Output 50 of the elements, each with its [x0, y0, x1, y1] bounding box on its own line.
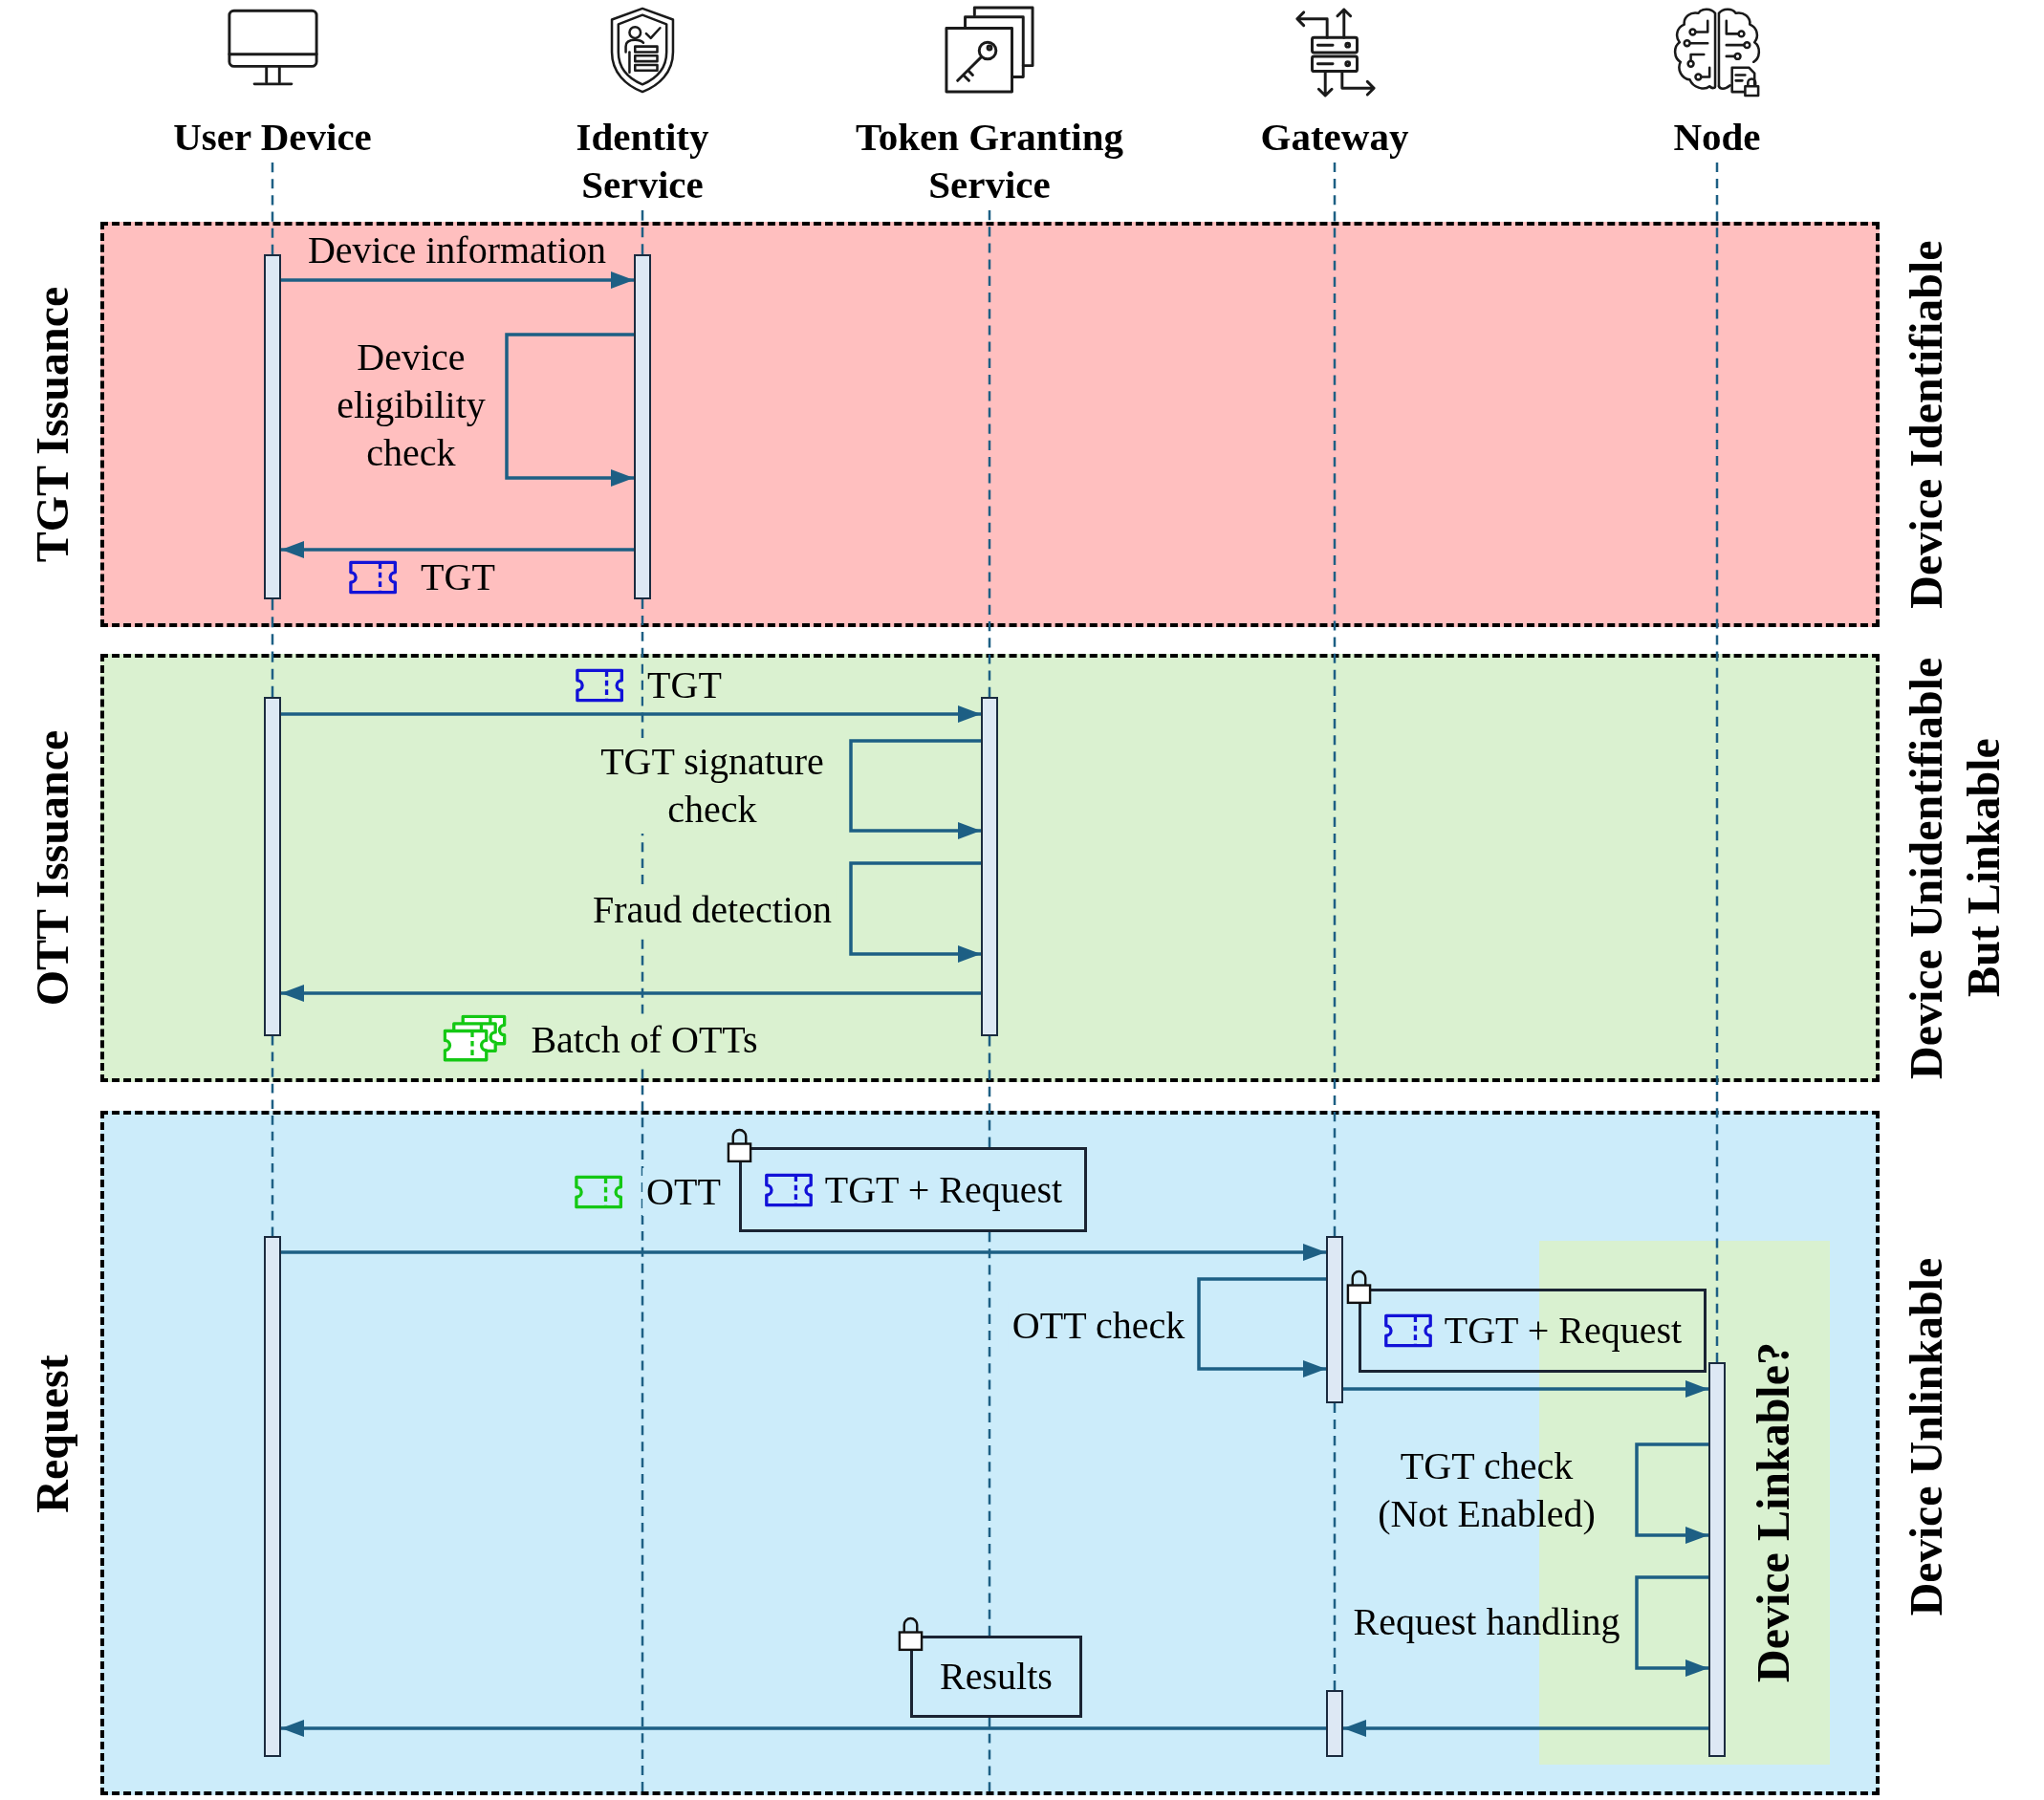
participant-label: Token Granting Service	[855, 114, 1124, 208]
participant-label: Identity Service	[575, 114, 710, 208]
lifeline	[988, 1232, 991, 1636]
phase-title: Request	[26, 1355, 78, 1513]
message-text: TGT + Request	[824, 1166, 1063, 1213]
lifeline	[988, 210, 991, 697]
lifeline	[988, 1718, 991, 1791]
lifeline	[641, 210, 644, 254]
message-arrow	[281, 271, 634, 289]
self-call-arrow	[1635, 1575, 1708, 1677]
activation-bar	[1708, 1362, 1726, 1757]
lifeline	[1333, 163, 1337, 1236]
edge-label: TGT check (Not Enabled)	[1377, 1443, 1597, 1537]
lifeline	[271, 599, 274, 697]
activation-bar	[1326, 1690, 1343, 1757]
message-arrow	[281, 705, 981, 723]
self-call-arrow	[849, 739, 981, 839]
phase-title: OTT Issuance	[26, 729, 78, 1007]
activation-bar	[634, 254, 651, 599]
privacy-level-label: Device Identifiable	[1900, 240, 1952, 609]
activation-bar	[264, 254, 281, 599]
edge-label: Request handling	[1352, 1599, 1621, 1645]
message-arrow	[1343, 1720, 1708, 1737]
participant-label: User Device	[172, 114, 373, 161]
activation-bar	[264, 697, 281, 1036]
privacy-level-label: Device Unlinkable	[1900, 1257, 1952, 1616]
self-call-arrow	[1635, 1442, 1708, 1544]
participant-label: Node	[1672, 114, 1762, 161]
lifeline	[988, 1036, 991, 1147]
activation-bar	[264, 1236, 281, 1757]
participant-label: Gateway	[1259, 114, 1410, 161]
phase-title: TGT Issuance	[26, 286, 78, 563]
region-label: Device Linkable?	[1747, 1342, 1799, 1682]
self-call-arrow	[849, 861, 981, 963]
lifeline	[271, 1036, 274, 1236]
message-arrow	[281, 985, 981, 1002]
privacy-level-label: Device Unidentifiable But Linkable	[1900, 656, 2010, 1081]
message-arrow	[281, 541, 634, 558]
activation-bar	[1326, 1236, 1343, 1403]
message-arrow	[1343, 1380, 1708, 1398]
message-arrow	[281, 1720, 1326, 1737]
lifeline	[271, 163, 274, 254]
message-arrow	[281, 1244, 1326, 1261]
self-call-arrow	[505, 333, 634, 487]
self-call-arrow	[1197, 1277, 1326, 1377]
lifeline	[1715, 163, 1719, 1362]
message-text: Results	[940, 1654, 1053, 1700]
lifeline	[1333, 1403, 1337, 1690]
message-text: TGT + Request	[1444, 1308, 1683, 1354]
activation-bar	[981, 697, 998, 1036]
